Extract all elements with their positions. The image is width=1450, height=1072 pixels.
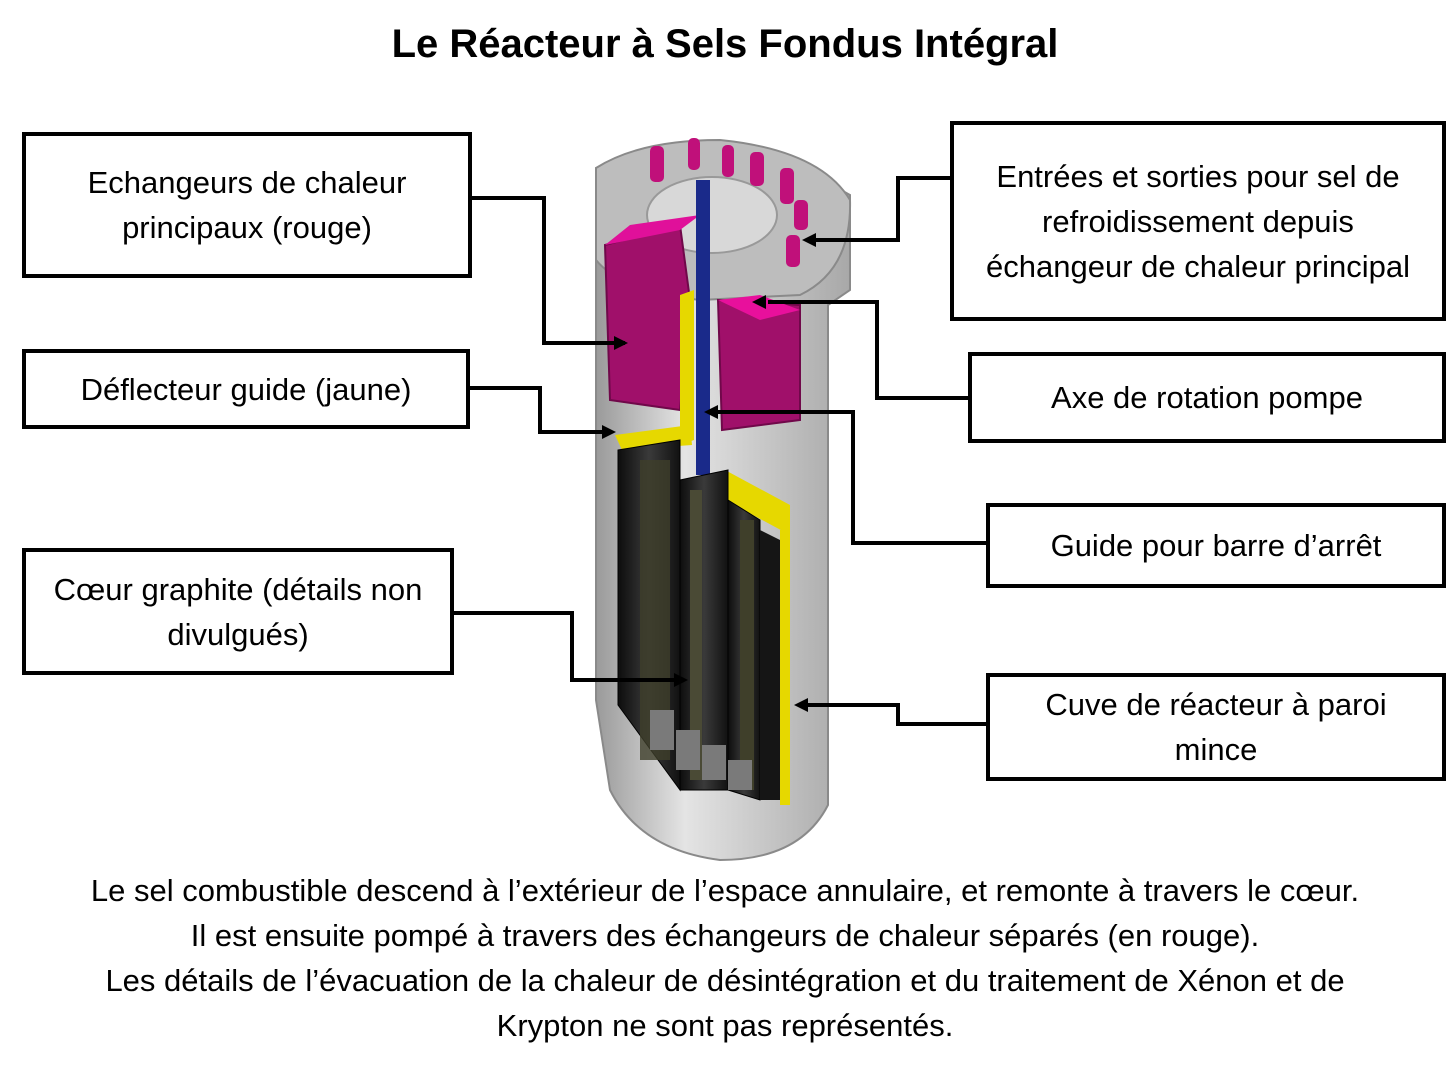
leader-shutdown-guide (718, 410, 986, 545)
label-vessel: Cuve de réacteur à paroi mince (986, 673, 1446, 781)
deflector-plate-right (725, 470, 790, 535)
label-deflector-text: Déflecteur guide (jaune) (80, 371, 412, 407)
label-deflector: Déflecteur guide (jaune) (22, 349, 470, 429)
label-shutdown-guide-text: Guide pour barre d’arrêt (1050, 528, 1382, 563)
label-vessel-text: Cuve de réacteur à paroi mince (1045, 687, 1387, 767)
leader-pump-shaft (768, 300, 968, 400)
diagram-title: Le Réacteur à Sels Fondus Intégral (391, 22, 1059, 66)
label-shutdown-guide: Guide pour barre d’arrêt (986, 503, 1446, 588)
heat-exchanger-left (603, 223, 692, 412)
label-graphite-core: Cœur graphite (détails non divulgués) (22, 548, 454, 675)
label-coolant-inlets-text: Entrées et sorties pour sel de refroidis… (986, 158, 1410, 284)
graphite-core (617, 439, 780, 801)
label-coolant-inlets: Entrées et sorties pour sel de refroidis… (950, 121, 1446, 321)
caption-line: Le sel combustible descend à l’extérieur… (90, 873, 1360, 908)
label-pump-shaft: Axe de rotation pompe (968, 352, 1446, 443)
caption-line: Krypton ne sont pas représentés. (496, 1008, 954, 1043)
caption-line: Les détails de l’évacuation de la chaleu… (105, 963, 1345, 998)
label-heat-exchangers: Echangeurs de chaleur principaux (rouge) (22, 132, 472, 278)
label-heat-exchangers-text: Echangeurs de chaleur principaux (rouge) (87, 165, 407, 245)
deflector-plate-vertical (680, 290, 694, 445)
caption-line: Il est ensuite pompé à travers des échan… (190, 918, 1260, 953)
label-graphite-core-text: Cœur graphite (détails non divulgués) (53, 571, 423, 652)
leader-heat-exchangers (470, 196, 625, 345)
caption: Le sel combustible descend à l’extérieur… (0, 868, 1450, 1048)
leader-coolant-inlets (814, 176, 950, 242)
leader-graphite-core (452, 611, 682, 682)
leader-vessel (806, 703, 986, 726)
label-pump-shaft-text: Axe de rotation pompe (1051, 380, 1363, 415)
coolant-nozzles (650, 138, 808, 267)
pump-shaft (696, 180, 710, 475)
leader-deflector (470, 386, 612, 434)
deflector-liner (780, 530, 790, 805)
heat-exchanger-left-top (605, 215, 700, 245)
leader-lines (452, 176, 986, 726)
heat-exchanger-right-top (718, 295, 800, 320)
leader-arrowheads (602, 233, 816, 712)
